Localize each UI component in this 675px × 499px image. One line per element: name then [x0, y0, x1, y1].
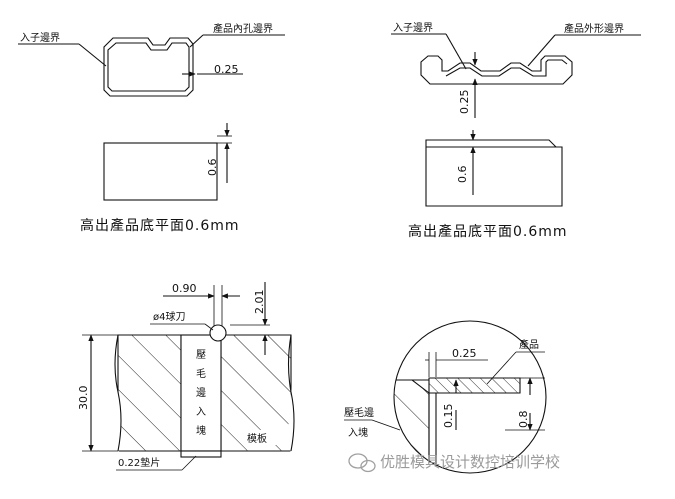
br-dim-small: 0.15 — [442, 404, 455, 429]
tr-label-outer-boundary: 產品外形邊界 — [564, 22, 624, 35]
insert-char-5: 塊 — [196, 424, 206, 437]
top-left-view — [18, 34, 285, 201]
tr-dim-offset: 0.25 — [458, 90, 471, 115]
burr-insert-vertical-text: 壓 毛 邊 入 塊 — [196, 349, 206, 437]
insert-char-4: 入 — [196, 407, 206, 418]
insert-char-3: 邊 — [196, 386, 206, 399]
br-label-burr-insert-line2: 入塊 — [348, 426, 368, 439]
tr-insert-boundary-profile — [420, 55, 573, 85]
br-label-burr-insert-line1: 壓毛邊 — [344, 406, 374, 419]
br-dim-offset: 0.25 — [452, 347, 477, 360]
tr-label-insert-boundary: 入子邊界 — [393, 21, 433, 34]
bl-label-shim: 0.22墊片 — [118, 456, 160, 469]
bottom-left-section — [82, 282, 305, 471]
insert-char-1: 壓 — [196, 349, 206, 361]
bl-dim-height: 30.0 — [77, 386, 90, 411]
tr-dim-height: 0.6 — [456, 166, 469, 184]
top-right-view — [391, 33, 641, 207]
tl-dim-offset: 0.25 — [214, 63, 239, 76]
bl-label-mold-plate: 模板 — [247, 432, 267, 445]
ball-cutter-circle — [209, 324, 227, 342]
tr-caption: 高出產品底平面0.6mm — [408, 223, 568, 240]
bl-dim-width: 0.90 — [172, 282, 197, 295]
insert-side-block — [103, 142, 218, 201]
br-dim-total: 0.8 — [517, 411, 530, 429]
tr-product-outer-boundary — [445, 59, 568, 77]
wechat-logo-icon — [348, 453, 376, 473]
mold-plate-left — [117, 334, 182, 452]
tr-lower-block — [425, 139, 563, 207]
product-strip — [428, 377, 521, 394]
tl-label-inner-hole-boundary: 產品內孔邊界 — [213, 22, 273, 35]
watermark-text: 优胜模具设计数控培训学校 — [380, 453, 560, 471]
tl-label-insert-boundary: 入子邊界 — [20, 31, 60, 44]
br-label-product: 產品 — [519, 338, 539, 351]
watermark: 优胜模具设计数控培训学校 — [348, 453, 560, 473]
bl-label-ball-cutter: ø4球刀 — [153, 310, 185, 323]
tl-caption: 高出產品底平面0.6mm — [80, 217, 240, 234]
tl-dim-height: 0.6 — [206, 159, 219, 177]
insert-char-2: 毛 — [196, 368, 206, 380]
inner-hole-boundary-outline — [107, 42, 190, 92]
bl-dim-depth: 2.01 — [253, 290, 266, 315]
